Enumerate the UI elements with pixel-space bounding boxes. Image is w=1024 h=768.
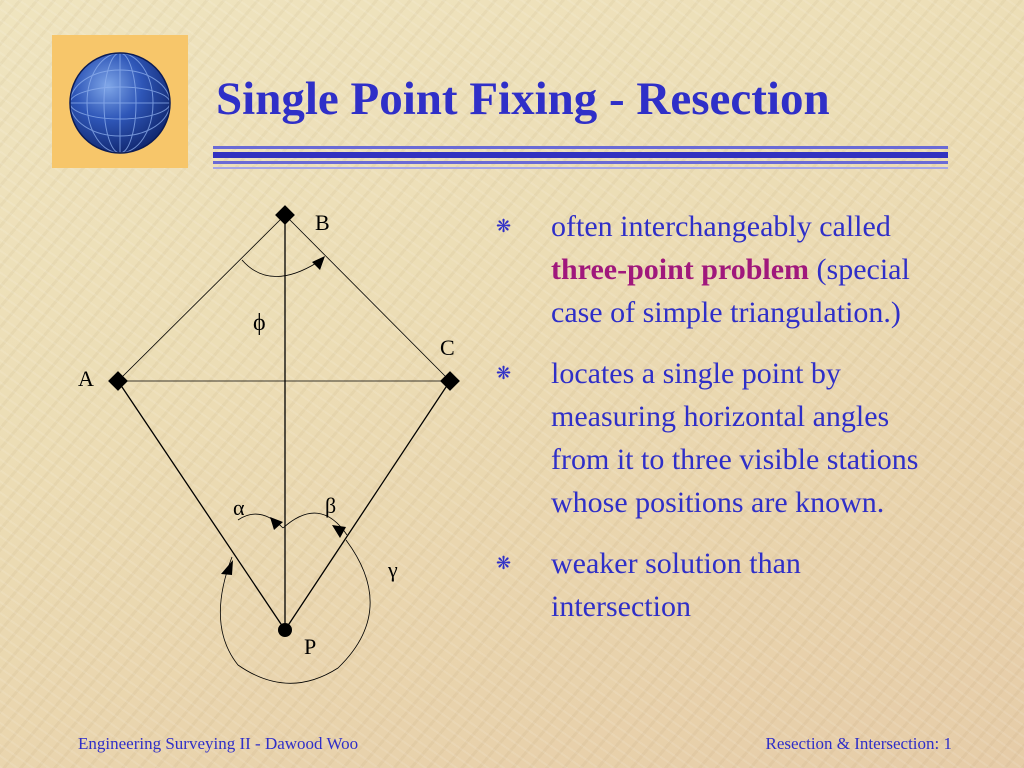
angle-gamma-label: γ — [387, 557, 398, 582]
arrowhead-phi — [312, 256, 325, 270]
arrowhead-alpha — [270, 517, 283, 530]
globe-icon — [69, 52, 171, 154]
snowflake-icon: ❋ — [496, 553, 512, 573]
snowflake-icon: ❋ — [496, 363, 512, 383]
label-c: C — [440, 335, 455, 360]
station-c-marker — [440, 371, 460, 391]
arc-phi — [241, 259, 319, 277]
bullet-2-text: locates a single point by measuring hori… — [551, 357, 919, 519]
angle-phi-label: ϕ — [253, 310, 266, 336]
station-b-marker — [275, 205, 295, 225]
station-a-marker — [108, 371, 128, 391]
bullet-1-emphasis: three-point problem — [551, 253, 810, 286]
bullet-item-2: ❋ locates a single point by measuring ho… — [496, 352, 936, 524]
arrowhead-gamma — [221, 560, 233, 575]
bullet-item-1: ❋ often interchangeably called three-poi… — [496, 205, 936, 334]
resection-diagram: B C A P ϕ α β γ — [78, 205, 460, 684]
point-p-marker — [278, 623, 292, 637]
bullet-1-text: often interchangeably called — [551, 210, 891, 243]
arrowhead-beta — [332, 525, 346, 538]
arc-gamma — [219, 539, 371, 684]
line-a-b — [117, 214, 286, 382]
bullet-list: ❋ often interchangeably called three-poi… — [496, 205, 936, 646]
line-a-p — [117, 380, 286, 631]
line-c-p — [284, 380, 451, 631]
label-a: A — [78, 366, 94, 391]
angle-alpha-label: α — [233, 495, 245, 520]
bullet-item-3: ❋ weaker solution than intersection — [496, 542, 936, 628]
snowflake-icon: ❋ — [496, 216, 512, 236]
line-b-c — [284, 214, 451, 382]
slide-title: Single Point Fixing - Resection — [216, 73, 830, 125]
bullet-3-text: weaker solution than intersection — [551, 547, 801, 623]
bullet-1-text-end: (special case of simple triangulation.) — [551, 253, 910, 329]
footer-slide-number: Resection & Intersection: 1 — [765, 734, 952, 753]
label-b: B — [315, 210, 330, 235]
angle-beta-label: β — [325, 493, 336, 518]
label-p: P — [304, 634, 316, 659]
title-underline — [213, 146, 948, 169]
logo-box — [52, 35, 188, 168]
footer-course: Engineering Surveying II - Dawood Woo — [78, 734, 359, 753]
